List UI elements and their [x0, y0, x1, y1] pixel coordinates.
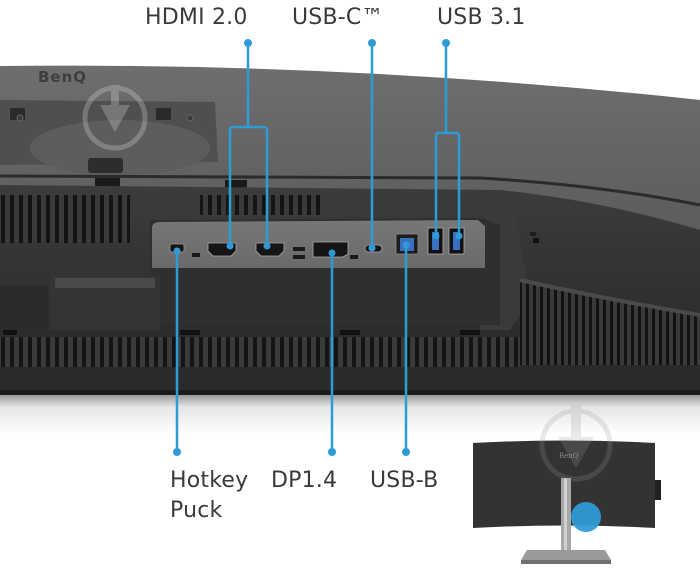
label-usb-c: USB-C™ [292, 5, 384, 30]
hdmi-port-2 [255, 242, 285, 257]
usbc-port [364, 244, 383, 253]
label-hotkey-line1: Hotkey [170, 468, 249, 493]
label-hdmi: HDMI 2.0 [145, 5, 248, 30]
label-dp: DP1.4 [271, 468, 338, 493]
hotkey-port [169, 243, 185, 253]
label-usb-3-1: USB 3.1 [437, 5, 526, 30]
port-area-highlight [571, 502, 601, 532]
download-arrow-icon [82, 85, 148, 151]
download-arrow-icon [539, 405, 613, 482]
label-hotkey-puck: Hotkey Puck [170, 466, 260, 526]
monitor-thumbnail: BenQ [473, 405, 661, 564]
thumbnail-brand-logo: BenQ [559, 452, 579, 460]
label-usb-b: USB-B [370, 468, 439, 493]
brand-logo: BenQ [38, 68, 87, 86]
displayport-port [312, 241, 349, 258]
hdmi-port-1 [207, 242, 237, 257]
label-hotkey-line2: Puck [170, 498, 223, 523]
